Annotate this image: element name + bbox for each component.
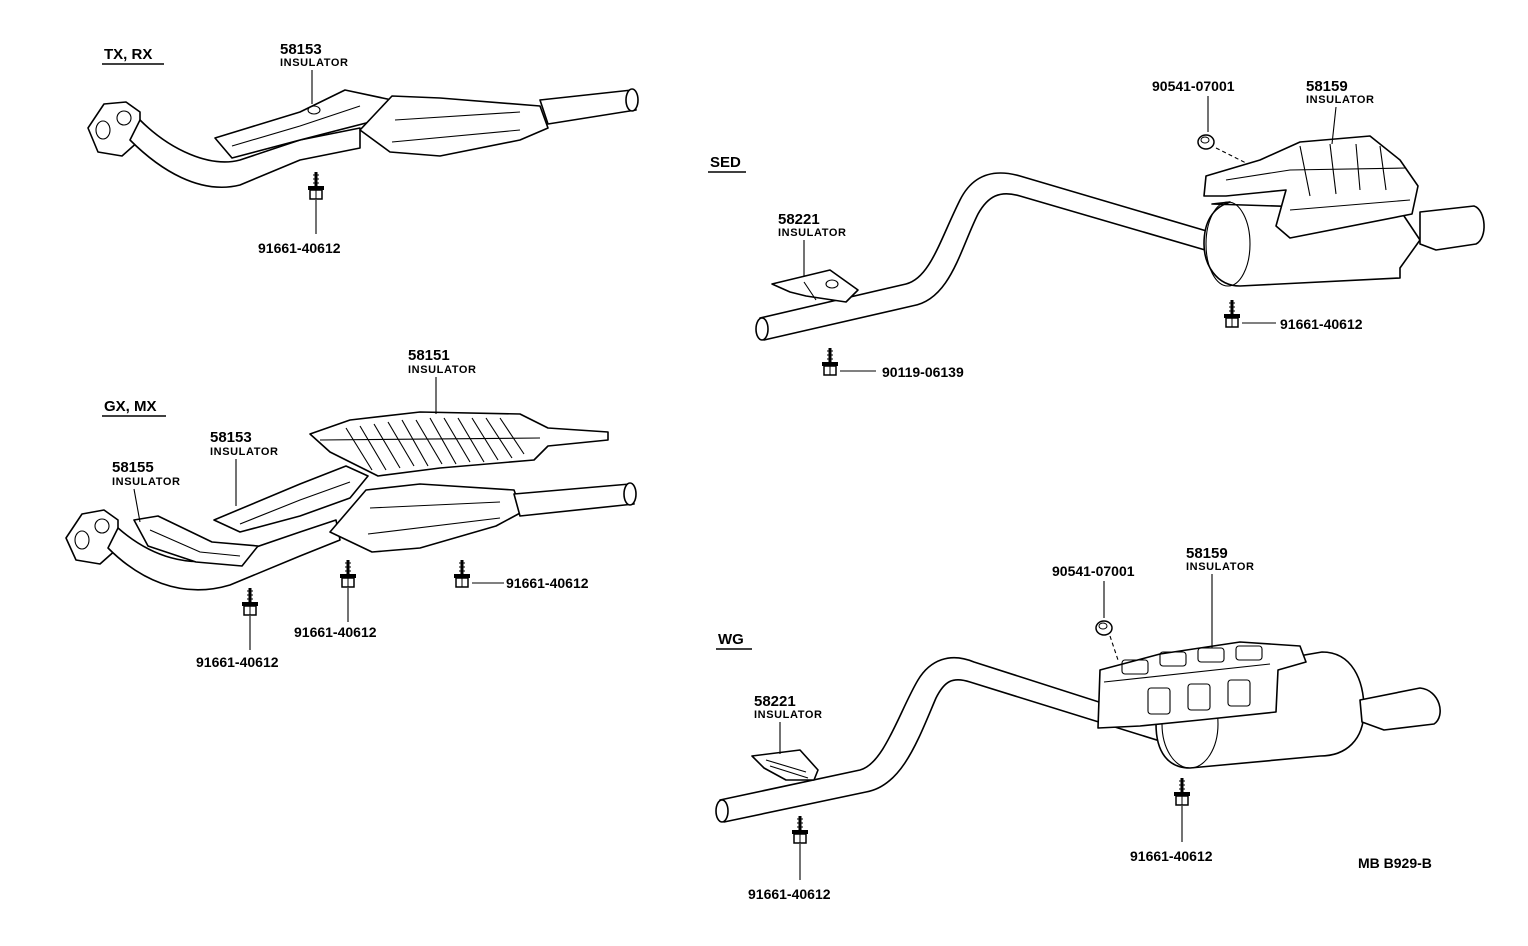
part-number-58153: 58153 (280, 41, 322, 58)
insulator-58221-shape (771, 269, 859, 303)
front-pipe (129, 119, 361, 189)
part-number-bolt: 90119-06139 (882, 364, 964, 380)
part-number-58151: 58151 (408, 347, 450, 364)
group-gx-mx: GX, MX (65, 347, 637, 670)
part-number-58155: 58155 (112, 459, 154, 476)
group-label-wg: WG (718, 631, 744, 648)
part-number-bolt: 91661-40612 (294, 624, 377, 640)
tail-pipe (759, 172, 1213, 341)
bolt-icon (338, 558, 358, 589)
part-name-insulator: INSULATOR (1306, 94, 1375, 106)
catalytic-converter (359, 95, 549, 157)
muffler-tip (1419, 205, 1485, 251)
insulator-58155-shape (133, 515, 259, 567)
muffler-tip (1359, 687, 1441, 731)
heat-shield-ribs (319, 417, 541, 471)
bolt-icon (790, 814, 810, 845)
part-number-bolt: 91661-40612 (1280, 316, 1363, 332)
part-number-bolt: 91661-40612 (506, 575, 589, 591)
part-number-58159: 58159 (1306, 78, 1348, 95)
group-label-sed: SED (710, 154, 741, 171)
group-wg: WG 90541-07001 58159 (715, 545, 1441, 902)
part-name-insulator: INSULATOR (280, 57, 349, 69)
part-number-bolt: 91661-40612 (748, 886, 831, 902)
part-number-58221: 58221 (754, 693, 796, 710)
part-name-insulator: INSULATOR (1186, 561, 1255, 573)
insulator-58221-shape (751, 749, 819, 781)
nut-icon (1197, 134, 1215, 150)
manifold-flange (65, 509, 119, 565)
bolt-icon (820, 346, 840, 377)
insulator-58159-shape (1203, 135, 1419, 239)
part-name-insulator: INSULATOR (112, 476, 181, 488)
nut-icon (1095, 620, 1113, 636)
part-number-nut: 90541-07001 (1052, 563, 1135, 579)
figure-reference: MB B929-B (1358, 855, 1432, 871)
bolt-icon (240, 586, 260, 617)
bolt-icon (452, 558, 472, 589)
part-name-insulator: INSULATOR (210, 446, 279, 458)
bolt-icon (1172, 776, 1192, 807)
part-name-insulator: INSULATOR (778, 227, 847, 239)
part-number-58153: 58153 (210, 429, 252, 446)
group-label-tx-rx: TX, RX (104, 46, 152, 63)
center-pipe (539, 89, 637, 125)
leader-line (133, 488, 141, 523)
part-number-58221: 58221 (778, 211, 820, 228)
part-number-58159: 58159 (1186, 545, 1228, 562)
catalytic-converter (329, 483, 523, 553)
part-number-bolt: 91661-40612 (258, 240, 341, 256)
bolt-icon (306, 170, 326, 201)
insulator-58153-shape (213, 465, 369, 533)
group-tx-rx: TX, RX 58153 INSULATOR 91661-40612 (87, 41, 639, 256)
part-number-bolt: 91661-40612 (196, 654, 279, 670)
front-pipe (107, 519, 341, 591)
part-name-insulator: INSULATOR (408, 364, 477, 376)
leader-line (1331, 106, 1337, 145)
center-pipe (513, 483, 635, 517)
group-label-gx-mx: GX, MX (104, 398, 157, 415)
part-name-insulator: INSULATOR (754, 709, 823, 721)
part-number-bolt: 91661-40612 (1130, 848, 1213, 864)
part-number-nut: 90541-07001 (1152, 78, 1235, 94)
bolt-icon (1222, 298, 1242, 329)
insulator-58159-shape (1097, 641, 1307, 729)
group-sed: SED 90541-07001 58159 INSULATOR 58221 IN… (708, 78, 1485, 380)
heat-shield-pockets (1103, 645, 1271, 715)
